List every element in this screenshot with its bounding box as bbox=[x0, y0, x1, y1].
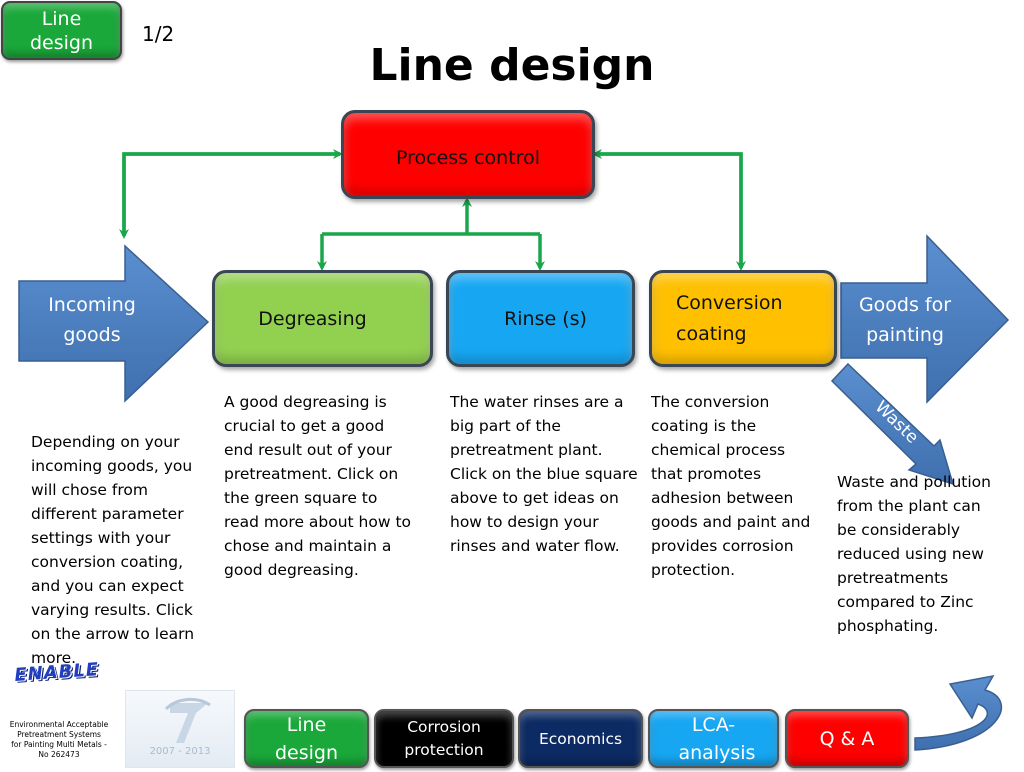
rinse-box[interactable]: Rinse (s) bbox=[446, 270, 635, 367]
curved-arrow-icon[interactable] bbox=[914, 674, 1003, 751]
nav-qa-button[interactable]: Q & A bbox=[785, 709, 909, 768]
goods-for-painting-label-2: painting bbox=[866, 324, 944, 346]
corner-button-label: Line design bbox=[29, 7, 94, 54]
conversion-description: The conversion coating is the chemical p… bbox=[651, 393, 811, 579]
degreasing-box[interactable]: Degreasing bbox=[212, 270, 433, 367]
connector-process-incoming bbox=[119, 149, 343, 239]
fp7-seven-icon bbox=[164, 698, 211, 743]
nav-qa-label: Q & A bbox=[819, 727, 875, 750]
nav-lca-analysis-button[interactable]: LCA-analysis bbox=[648, 709, 779, 768]
waste-description: Waste and pollution from the plant can b… bbox=[837, 473, 991, 635]
goods-for-painting-label: Goods for bbox=[859, 294, 951, 316]
connector-process-center bbox=[317, 197, 545, 271]
conversion-coating-label: Conversion coating bbox=[676, 291, 783, 345]
nav-corrosion-protection-button[interactable]: Corrosion protection bbox=[374, 709, 514, 768]
conversion-coating-box[interactable]: Conversion coating bbox=[649, 270, 837, 367]
enable-logo: ENABLE bbox=[13, 659, 100, 686]
project-caption: Environmental Acceptable Pretreatment Sy… bbox=[4, 720, 114, 760]
fp7-years: 2007 - 2013 bbox=[149, 746, 211, 757]
rinse-label: Rinse (s) bbox=[504, 307, 587, 330]
connector-process-conversion bbox=[592, 149, 746, 271]
nav-economics-button[interactable]: Economics bbox=[518, 709, 643, 768]
incoming-goods-label: Incoming bbox=[48, 294, 136, 316]
fp7-logo: 2007 - 2013 bbox=[125, 690, 235, 768]
nav-corrosion-protection-label: Corrosion protection bbox=[404, 717, 484, 759]
page-title: Line design bbox=[369, 40, 655, 91]
rinse-description: The water rinses are a big part of the p… bbox=[450, 393, 638, 555]
line-design-corner-button[interactable]: Line design bbox=[1, 1, 122, 60]
incoming-description: Depending on your incoming goods, you wi… bbox=[31, 433, 195, 667]
nav-economics-label: Economics bbox=[538, 729, 623, 748]
project-caption-line-2: Pretreatment Systems bbox=[17, 730, 101, 739]
goods-for-painting-arrow[interactable]: Goods for painting bbox=[840, 234, 1010, 404]
page-number: 1/2 bbox=[142, 22, 175, 46]
degreasing-description: A good degreasing is crucial to get a go… bbox=[224, 393, 412, 579]
project-caption-line-3: for Painting Multi Metals - bbox=[11, 740, 107, 749]
degreasing-label: Degreasing bbox=[258, 307, 367, 330]
project-caption-line-4: No 262473 bbox=[38, 750, 80, 759]
incoming-goods-arrow[interactable]: Incoming goods bbox=[18, 244, 210, 403]
nav-line-design-label: Line design bbox=[274, 713, 339, 764]
process-control-label: Process control bbox=[396, 147, 540, 169]
process-control-box[interactable]: Process control bbox=[341, 110, 595, 199]
incoming-goods-label-2: goods bbox=[63, 324, 120, 346]
nav-line-design-button[interactable]: Line design bbox=[244, 709, 369, 768]
project-caption-line-1: Environmental Acceptable bbox=[9, 720, 109, 729]
nav-lca-analysis-label: LCA-analysis bbox=[678, 713, 756, 764]
